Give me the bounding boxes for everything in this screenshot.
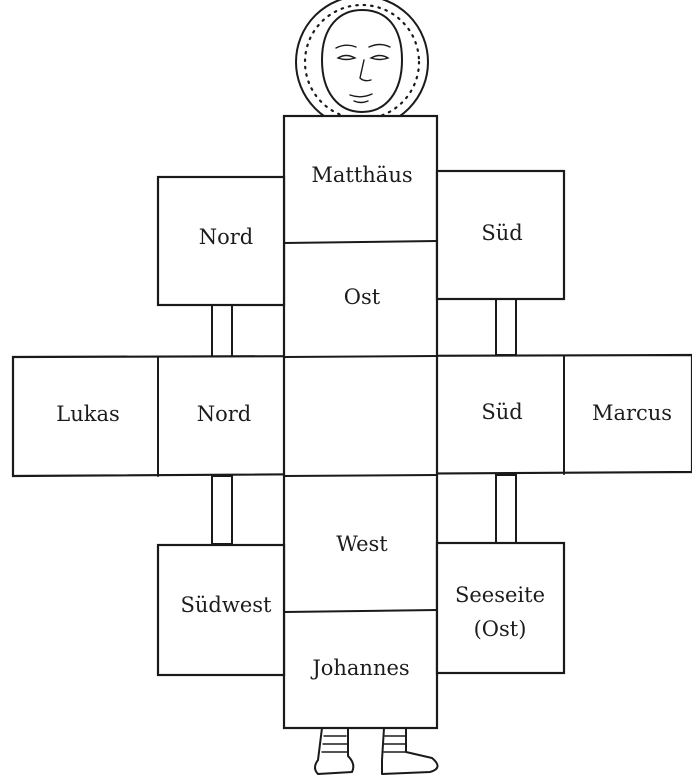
divider-top [283, 240, 438, 244]
box-lower-left [156, 543, 286, 677]
bar-lower-right [495, 474, 517, 544]
divider-arm-top [283, 355, 438, 358]
label-arm-right-inner: Süd [481, 400, 522, 424]
label-arm-right-outer: Marcus [592, 401, 672, 425]
label-arm-left-inner: Nord [197, 402, 252, 426]
bar-lower-left [211, 475, 233, 545]
label-lower-right-line1: Seeseite [455, 583, 545, 607]
label-center-upper: Ost [344, 285, 381, 309]
bar-upper-right [495, 298, 517, 356]
boxes [11, 114, 692, 730]
central-column [282, 114, 439, 730]
box-labels: Matthäus Nord Süd Ost Lukas Nord Süd Mar… [56, 163, 672, 680]
halo-outer-ring [295, 0, 429, 129]
box-upper-right [435, 169, 566, 301]
label-lower-right-line2: (Ost) [474, 617, 527, 641]
head-figure [295, 0, 429, 129]
label-center-lower: West [336, 532, 388, 556]
label-upper-right: Süd [481, 221, 522, 245]
feet-figure [314, 727, 439, 775]
divider-arm-bottom [283, 474, 438, 477]
bar-upper-left [211, 304, 233, 358]
label-arm-left-outer: Lukas [56, 402, 120, 426]
divider-bottom [283, 609, 438, 613]
box-lower-right [435, 541, 566, 675]
face-outline [321, 9, 403, 113]
label-bottom: Johannes [310, 656, 409, 680]
label-upper-left: Nord [199, 225, 254, 249]
label-top: Matthäus [311, 163, 412, 187]
label-lower-left: Südwest [181, 593, 273, 617]
box-upper-left [156, 175, 286, 307]
